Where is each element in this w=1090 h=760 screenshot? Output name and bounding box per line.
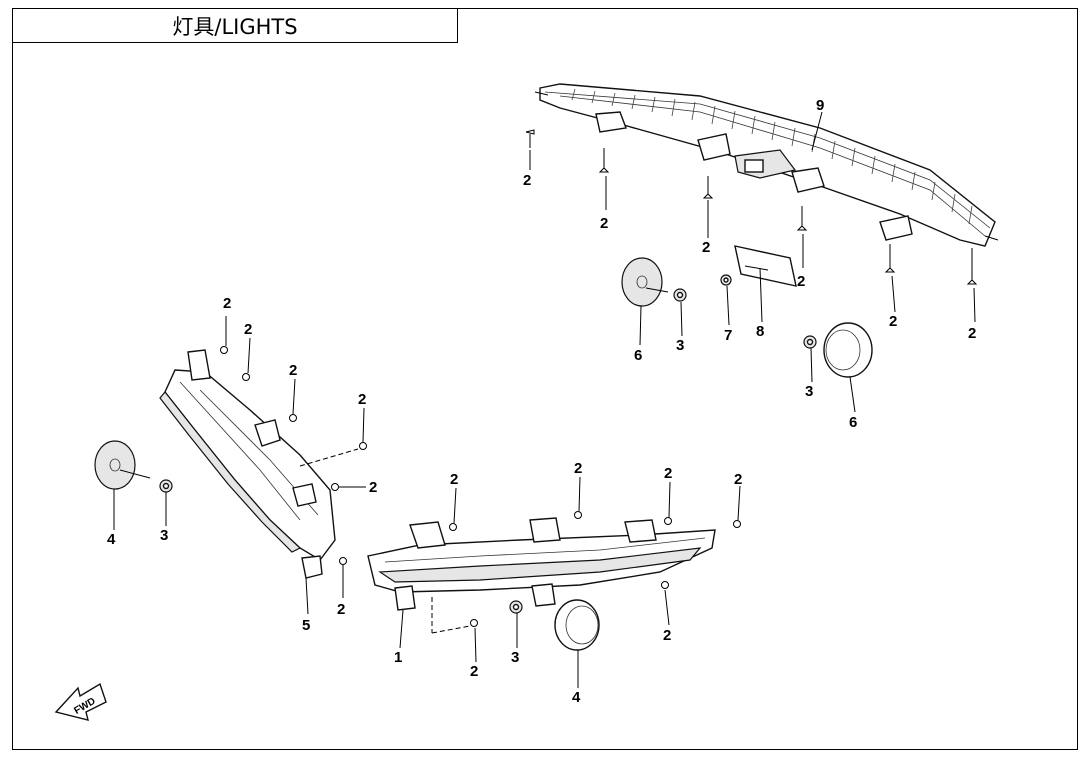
callout-2: 2: [358, 391, 366, 408]
screw-set: [220, 129, 978, 627]
callout-2: 2: [244, 321, 252, 338]
callout-8: 8: [756, 323, 764, 340]
callout-7: 7: [724, 327, 732, 344]
nut-3-left: [159, 479, 173, 493]
callout-2: 2: [664, 465, 672, 482]
callout-3: 3: [676, 337, 684, 354]
title-box: 灯具/LIGHTS: [12, 8, 458, 43]
callout-2: 2: [702, 239, 710, 256]
callout-4: 4: [572, 689, 581, 706]
callout-1: 1: [394, 649, 402, 666]
callout-2: 2: [223, 295, 231, 312]
callout-2: 2: [470, 663, 478, 680]
callout-2: 2: [797, 273, 805, 290]
callout-3: 3: [805, 383, 813, 400]
callout-2: 2: [574, 460, 582, 477]
nut-3-right: [803, 335, 817, 349]
callout-2: 2: [600, 215, 608, 232]
nut-3-lower: [509, 600, 523, 614]
fwd-arrow-icon: FWD: [54, 682, 107, 721]
leader-lines: [113, 111, 976, 688]
reflector-6-right: [823, 322, 873, 378]
callout-2: 2: [523, 172, 531, 189]
diagram-title: 灯具/LIGHTS: [172, 14, 298, 39]
nut-3-upper: [673, 288, 687, 302]
callout-3: 3: [511, 649, 519, 666]
headlight-5: [159, 349, 336, 579]
callout-labels: 9 2 2 2 2 2 2 2 8 7 6 3 3 6 2 2 2 2 2 4 …: [107, 97, 976, 706]
callout-5: 5: [302, 617, 310, 634]
callout-6: 6: [849, 414, 857, 431]
callout-2: 2: [289, 362, 297, 379]
license-light-plate: [734, 245, 797, 287]
front-light-bar-1: [367, 517, 716, 611]
callout-6: 6: [634, 347, 642, 364]
callout-2: 2: [968, 325, 976, 342]
reflector-4-lower: [554, 599, 600, 651]
diagram-frame: [12, 8, 1078, 750]
callout-2: 2: [369, 479, 377, 496]
callout-2: 2: [337, 601, 345, 618]
reflector-4-left: [94, 440, 151, 490]
reflector-6-upper: [621, 257, 669, 307]
callout-9: 9: [816, 97, 824, 114]
callout-3: 3: [160, 527, 168, 544]
nut-7: [720, 274, 732, 286]
callout-4: 4: [107, 531, 116, 548]
callout-2: 2: [450, 471, 458, 488]
callout-2: 2: [734, 471, 742, 488]
rear-light-bar: [534, 83, 999, 247]
callout-2: 2: [889, 313, 897, 330]
callout-2: 2: [663, 627, 671, 644]
